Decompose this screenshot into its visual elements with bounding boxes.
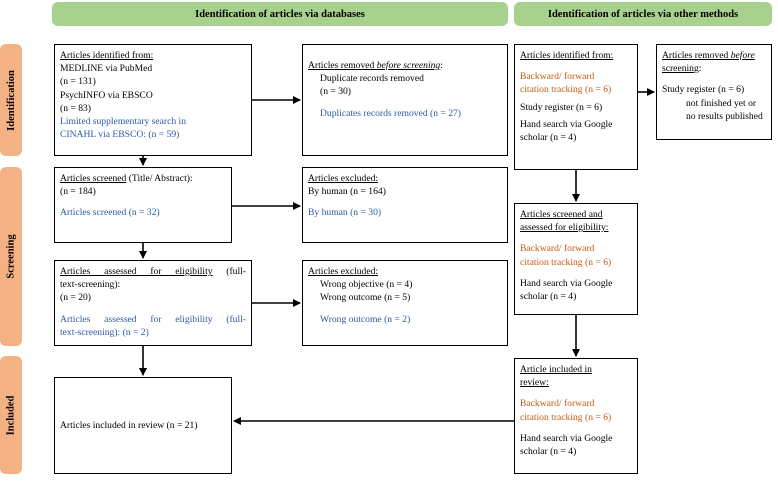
db-removed-title: Articles removed before screening: <box>308 59 502 72</box>
om-removed-line3: no results published <box>686 110 763 122</box>
om-removed-box: Articles removed before screening: Study… <box>656 44 772 140</box>
om-included-line2: scholar (n = 4) <box>520 446 577 458</box>
om-screened-orange1: Backward/ forward <box>520 243 595 255</box>
om-screened-line2: scholar (n = 4) <box>520 291 577 303</box>
db-identified-line2: (n = 131) <box>60 76 96 88</box>
om-screened-title2: assessed for eligibility: <box>520 222 609 234</box>
db-screened-line1: (n = 184) <box>60 186 96 198</box>
om-included-box: Article included in review: Backward/ fo… <box>514 358 638 474</box>
db-excluded2-title: Articles excluded: <box>308 266 379 277</box>
db-excluded1-box: Articles excluded: By human (n = 164) By… <box>302 167 508 243</box>
db-screened-title-u: Articles screened <box>60 173 127 184</box>
om-screened-box: Articles screened and assessed for eligi… <box>514 203 638 315</box>
db-excluded2-line1: Wrong objective (n = 4) <box>320 279 413 291</box>
om-included-title2: review: <box>520 377 549 389</box>
om-included-orange1: Backward/ forward <box>520 398 595 410</box>
om-identified-line1: Study register (n = 6) <box>520 101 603 113</box>
db-removed-box: Articles removed before screening: Dupli… <box>302 44 508 156</box>
db-assessed-title-u: Articles assessed for eligibility <box>60 266 213 277</box>
db-assessed-title: Articles assessed for eligibility (full- <box>60 265 246 278</box>
db-included-box: Articles included in review (n = 21) <box>54 377 232 474</box>
om-removed-line2: not finished yet or <box>686 97 757 109</box>
db-screened-blue1: Articles screened (n = 32) <box>60 207 160 219</box>
db-excluded2-box: Articles excluded: Wrong objective (n = … <box>302 260 508 346</box>
db-assessed-title2: text-screening): <box>60 279 121 291</box>
db-assessed-box: Articles assessed for eligibility (full-… <box>54 260 252 346</box>
om-removed-title: Articles removed before <box>662 49 766 62</box>
header-databases: Identification of articles via databases <box>52 2 508 26</box>
om-included-line1: Hand search via Google <box>520 432 613 444</box>
db-assessed-blue1: Articles assessed for eligibility (full- <box>60 313 246 325</box>
db-excluded1-title: Articles excluded: <box>308 173 379 184</box>
om-included-orange2: citation tracking (n = 6) <box>520 411 612 423</box>
db-identified-line3: PsychINFO via EBSCO <box>60 89 153 101</box>
db-screened-title-rest: (Title/ Abstract): <box>126 173 193 184</box>
db-identified-blue2: CINAHL via EBSCO: (n = 59) <box>60 129 180 141</box>
stage-screening: Screening <box>0 167 22 346</box>
db-included-line1: Articles included in review (n = 21) <box>60 419 198 431</box>
db-screened-box: Articles screened (Title/ Abstract): (n … <box>54 167 232 243</box>
om-included-title1: Article included in <box>520 364 592 375</box>
stage-identification: Identification <box>0 44 22 156</box>
db-assessed-title-rest: (full- <box>212 266 246 277</box>
om-removed-title-line2: screening: <box>662 62 766 75</box>
db-excluded2-blue1: Wrong outcome (n = 2) <box>320 313 411 325</box>
db-removed-blue1: Duplicates records removed (n = 27) <box>320 107 462 119</box>
om-identified-line2: Hand search via Google <box>520 118 613 130</box>
db-screened-title: Articles screened (Title/ Abstract): <box>60 172 226 185</box>
header-other-methods: Identification of articles via other met… <box>514 2 772 26</box>
om-screened-line1: Hand search via Google <box>520 277 613 289</box>
om-identified-title: Articles identified from: <box>520 50 614 61</box>
db-identified-title: Articles identified from: <box>60 50 154 61</box>
om-removed-title2: screening <box>662 63 699 75</box>
om-screened-title1: Articles screened and <box>520 209 603 220</box>
om-screened-orange2: citation tracking (n = 6) <box>520 256 612 268</box>
om-identified-box: Articles identified from: Backward/ forw… <box>514 44 638 170</box>
db-identified-line4: (n = 83) <box>60 102 91 114</box>
db-removed-title-a: Articles removed <box>308 60 377 71</box>
om-identified-orange1: Backward/ forward <box>520 71 595 83</box>
db-identified-box: Articles identified from: MEDLINE via Pu… <box>54 44 252 156</box>
db-removed-title-em: before screening <box>376 60 441 71</box>
db-removed-line1: Duplicate records removed <box>320 73 424 85</box>
db-assessed-blue2: text-screening): (n = 2) <box>60 326 149 338</box>
om-removed-title-a: Articles removed <box>662 50 731 61</box>
om-identified-orange2: citation tracking (n = 6) <box>520 84 612 96</box>
db-assessed-line1: (n = 20) <box>60 292 91 304</box>
db-excluded2-line2: Wrong outcome (n = 5) <box>320 292 411 304</box>
db-excluded1-blue1: By human (n = 30) <box>308 207 382 219</box>
db-removed-title-b: : <box>440 60 443 71</box>
db-identified-blue1: Limited supplementary search in <box>60 116 187 128</box>
om-removed-line1: Study register (n = 6) <box>662 84 745 96</box>
stage-included: Included <box>0 356 22 474</box>
db-removed-line2: (n = 30) <box>320 86 351 98</box>
db-excluded1-line1: By human (n = 164) <box>308 186 386 198</box>
db-identified-line1: MEDLINE via PubMed <box>60 63 153 75</box>
om-removed-title-em: before <box>730 50 755 61</box>
om-identified-line3: scholar (n = 4) <box>520 132 577 144</box>
om-removed-title-b: : <box>698 63 702 75</box>
